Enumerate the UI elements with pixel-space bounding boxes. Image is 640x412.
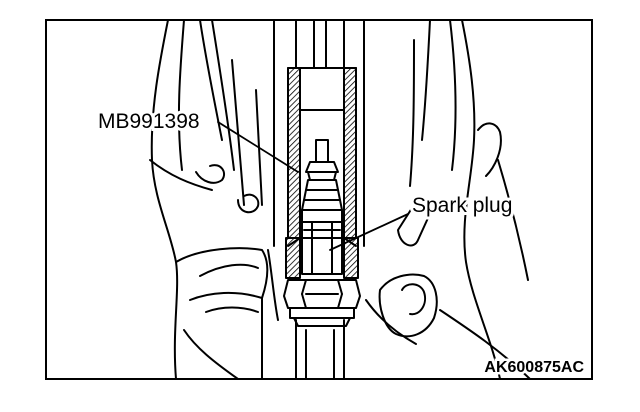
callout-labels: MB991398 Spark plug xyxy=(95,107,515,220)
callout-leaders xyxy=(217,121,409,251)
hex-nut xyxy=(283,279,361,327)
left-engine-casting xyxy=(149,20,279,379)
spark-plug xyxy=(301,139,343,275)
right-engine-casting xyxy=(365,20,531,379)
leader-tool xyxy=(217,121,299,173)
label-tool: MB991398 xyxy=(98,110,200,133)
spark-plug-socket-tool xyxy=(285,67,359,279)
label-spark-plug: Spark plug xyxy=(412,194,512,217)
figure-id: AK600875AC xyxy=(484,359,584,376)
leader-spark-plug xyxy=(329,213,409,251)
extension-bar xyxy=(273,20,365,379)
